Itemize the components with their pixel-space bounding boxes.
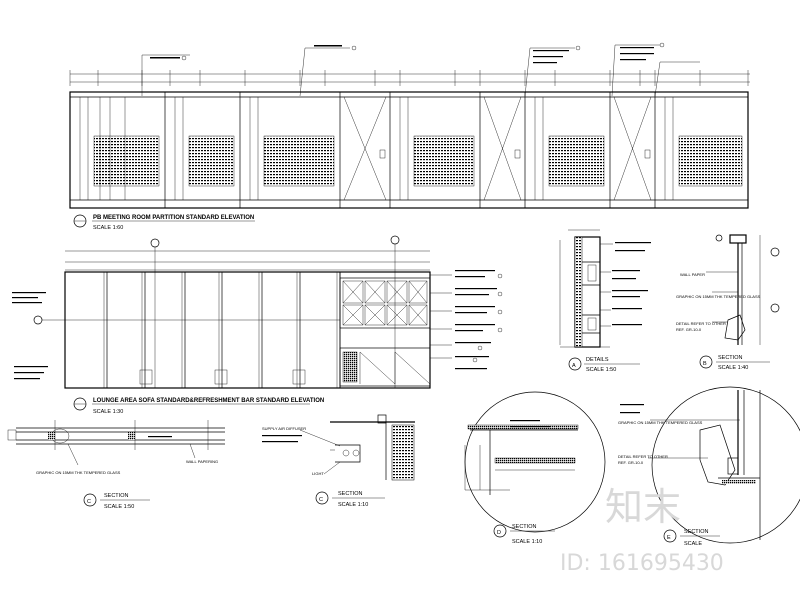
door-swing-line [343, 96, 387, 201]
section-b-title: SECTION [718, 355, 742, 361]
section-c1-title: SECTION [104, 493, 128, 499]
door-handle [379, 149, 386, 159]
section-c1-scale: SCALE 1:50 [104, 504, 134, 510]
grid-axis-icon [150, 238, 160, 248]
frosted-glass-band [188, 135, 235, 187]
section-b-ref: REF. GR-10-0 [676, 327, 702, 332]
details-a-title: DETAILS [586, 357, 609, 363]
section-c-light: LIGHT [312, 471, 324, 476]
lounge-scale: SCALE 1:30 [93, 409, 123, 415]
grid-axis-icon [33, 315, 43, 325]
section-c2-scale: SCALE 1:10 [338, 502, 368, 508]
door-handle [644, 149, 651, 159]
watermark: 知末 ID: 161695430 [560, 485, 724, 576]
frosted-glass-band [678, 135, 743, 187]
watermark-id: ID: 161695430 [560, 551, 724, 576]
details-a-marker: A [572, 363, 576, 369]
section-d-title: SECTION [512, 524, 536, 530]
grid-axis-icon [770, 303, 780, 313]
lounge-title: LOUNGE AREA SOFA STANDARD&REFRESHMENT BA… [93, 398, 324, 404]
section-e-title: SECTION [684, 529, 708, 535]
frosted-glass-band [548, 135, 605, 187]
section-marker-icon [315, 491, 329, 505]
section-b-detail-refer: DETAIL REFER TO OTHER [676, 321, 726, 326]
door-handle [514, 149, 521, 159]
lounge-elevation [12, 235, 503, 389]
section-marker-icon [699, 355, 713, 369]
watermark-brand: 知末 [605, 485, 681, 529]
section-c2-marker: C [319, 497, 323, 503]
section-b-graphic-glass: GRAPHIC ON 15MM THK TEMPERED GLASS [676, 294, 761, 299]
partition-elevation [69, 42, 750, 209]
section-c-supply-air: SUPPLY AIR DIFFUSER [262, 426, 306, 431]
section-b: WALL PAPER GRAPHIC ON 15MM THK TEMPERED … [676, 234, 780, 371]
section-e-graphic-glass: GRAPHIC ON 15MM THK TEMPERED GLASS [618, 420, 703, 425]
frosted-glass-band [263, 135, 335, 187]
sofa-leg-block [292, 369, 306, 385]
section-c-wall-papering: WALL PAPERING [186, 459, 218, 464]
section-b-marker: B [703, 361, 707, 367]
section-c-plan: GRAPHIC ON 15MM THK TEMPERED GLASS WALL … [7, 420, 225, 510]
frosted-glass-band [413, 135, 475, 187]
partition-title: PB MEETING ROOM PARTITION STANDARD ELEVA… [93, 215, 254, 221]
section-c2-title: SECTION [338, 491, 362, 497]
details-a-scale: SCALE 1:50 [586, 367, 616, 373]
bar-upper-cabinet [342, 280, 428, 326]
frosted-glass-band [93, 135, 160, 187]
sofa-leg-block [214, 369, 228, 385]
partition-scale: SCALE 1:60 [93, 225, 123, 231]
section-marker-icon [568, 357, 582, 371]
section-e-scale: SCALE [684, 541, 702, 547]
sofa-leg-block [139, 369, 153, 385]
grid-axis-icon [390, 235, 400, 245]
lounge-title-block: LOUNGE AREA SOFA STANDARD&REFRESHMENT BA… [73, 397, 324, 415]
section-marker-icon [663, 529, 677, 543]
section-c-graphic-glass: GRAPHIC ON 15MM THK TEMPERED GLASS [36, 470, 121, 475]
grid-axis-icon [770, 247, 780, 257]
door-swing-line [483, 96, 522, 201]
section-b-scale: SCALE 1:40 [718, 365, 748, 371]
section-e: GRAPHIC ON 15MM THK TEMPERED GLASS DETAI… [618, 386, 800, 547]
section-d: D SECTION SCALE 1:10 [464, 391, 606, 545]
section-c1-marker: C [87, 499, 91, 505]
bar-lower-cabinet [339, 347, 431, 387]
section-b-wall-paper: WALL PAPER [680, 272, 705, 277]
section-d-marker: D [497, 530, 501, 536]
section-e-ref: REF. GR-10-0 [618, 460, 644, 465]
door-swing-line [613, 96, 652, 201]
section-marker-icon [83, 493, 97, 507]
top-leader-notes [141, 42, 700, 97]
section-e-detail-refer: DETAIL REFER TO OTHER [618, 454, 668, 459]
lounge-right-notes [430, 270, 503, 370]
section-c-detail: SUPPLY AIR DIFFUSER LIGHT C SECTION SCAL… [262, 414, 415, 508]
section-e-marker: E [667, 535, 671, 541]
section-d-scale: SCALE 1:10 [512, 539, 542, 545]
details-a: A DETAILS SCALE 1:50 [559, 229, 651, 373]
section-marker-icon [493, 524, 507, 538]
partition-title-block: PB MEETING ROOM PARTITION STANDARD ELEVA… [73, 214, 255, 231]
